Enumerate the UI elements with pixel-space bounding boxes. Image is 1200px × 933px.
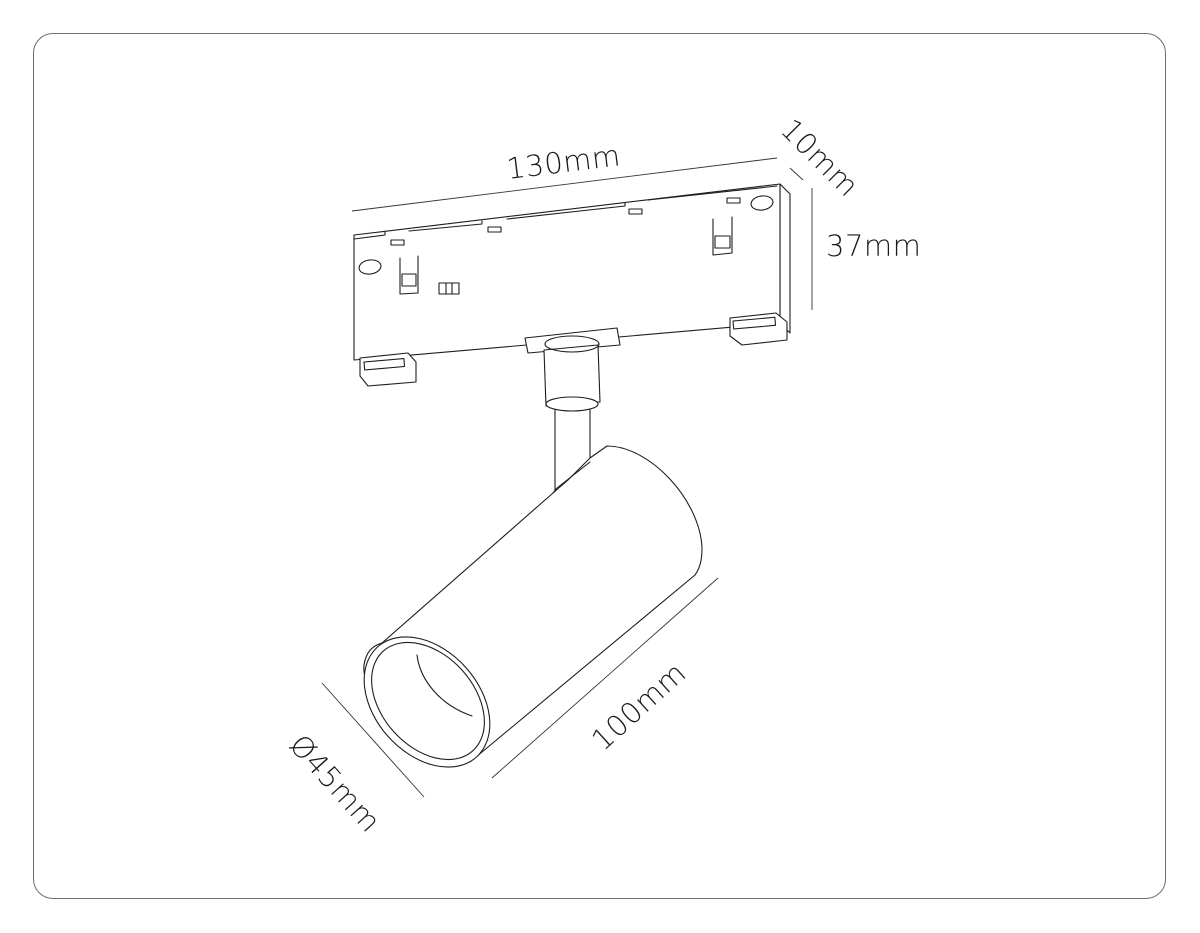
track-adapter (353, 183, 791, 387)
dimension-label-height: 37mm (826, 229, 921, 263)
dimension-line-diameter (321, 682, 425, 798)
dimension-label-diameter: Ø45mm (283, 728, 388, 839)
dimension-label-body-length: 100mm (585, 655, 693, 757)
dimension-line-length (351, 157, 778, 212)
dimension-label-depth: 10mm (774, 112, 866, 204)
dimension-line-body-length (491, 577, 719, 779)
swivel-joint (524, 327, 621, 412)
stem (554, 409, 591, 491)
cylinder-head (363, 445, 703, 768)
drawing-frame (33, 33, 1166, 899)
dimension-line-depth (789, 167, 804, 181)
dimension-label-length: 130mm (505, 138, 623, 186)
